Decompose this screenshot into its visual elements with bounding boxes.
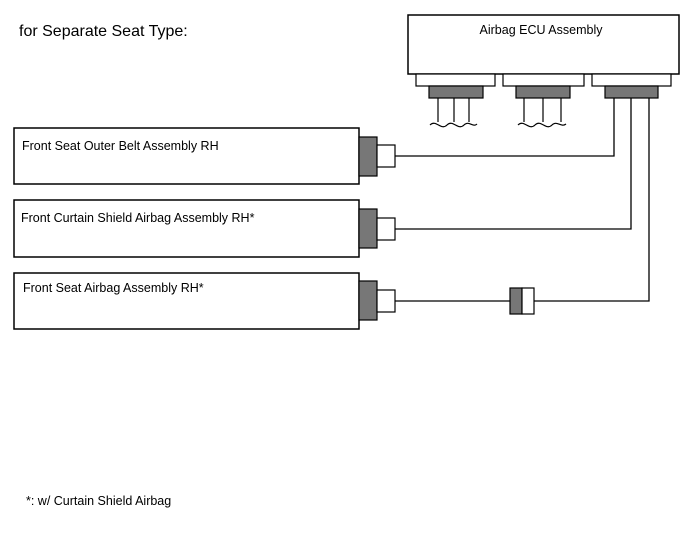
inline-connector [509,287,535,315]
diagram-heading: for Separate Seat Type: [19,23,188,40]
wire-break-2 [517,122,567,128]
component-label: Front Curtain Shield Airbag Assembly RH* [21,211,255,225]
ecu-connector-2 [502,73,585,128]
front-seat-outer-belt-assembly: Front Seat Outer Belt Assembly RH [13,127,396,185]
wire-break-1 [429,122,478,128]
ecu-label: Airbag ECU Assembly [480,23,604,37]
component-connector-plug [376,289,396,313]
component-connector-plug [376,144,396,168]
component-label: Front Seat Airbag Assembly RH* [23,281,204,295]
wire-curtain-shield [395,98,632,230]
component-connector [358,136,378,177]
front-curtain-shield-airbag-assembly: Front Curtain Shield Airbag Assembly RH* [13,199,396,258]
component-label: Front Seat Outer Belt Assembly RH [22,139,219,153]
component-connector-plug [376,217,396,241]
wire-seat-airbag-ecu [534,98,650,302]
airbag-ecu-assembly: Airbag ECU Assembly [407,14,680,128]
ecu-connector-1 [415,73,496,128]
wire-outer-belt [395,98,615,157]
front-seat-airbag-assembly: Front Seat Airbag Assembly RH* [13,272,396,330]
component-box [13,199,360,258]
footnote: *: w/ Curtain Shield Airbag [26,494,171,508]
ecu-connector-3 [591,73,672,99]
component-connector [358,280,378,321]
component-box [13,127,360,185]
ecu-box [407,14,680,75]
component-connector [358,208,378,249]
